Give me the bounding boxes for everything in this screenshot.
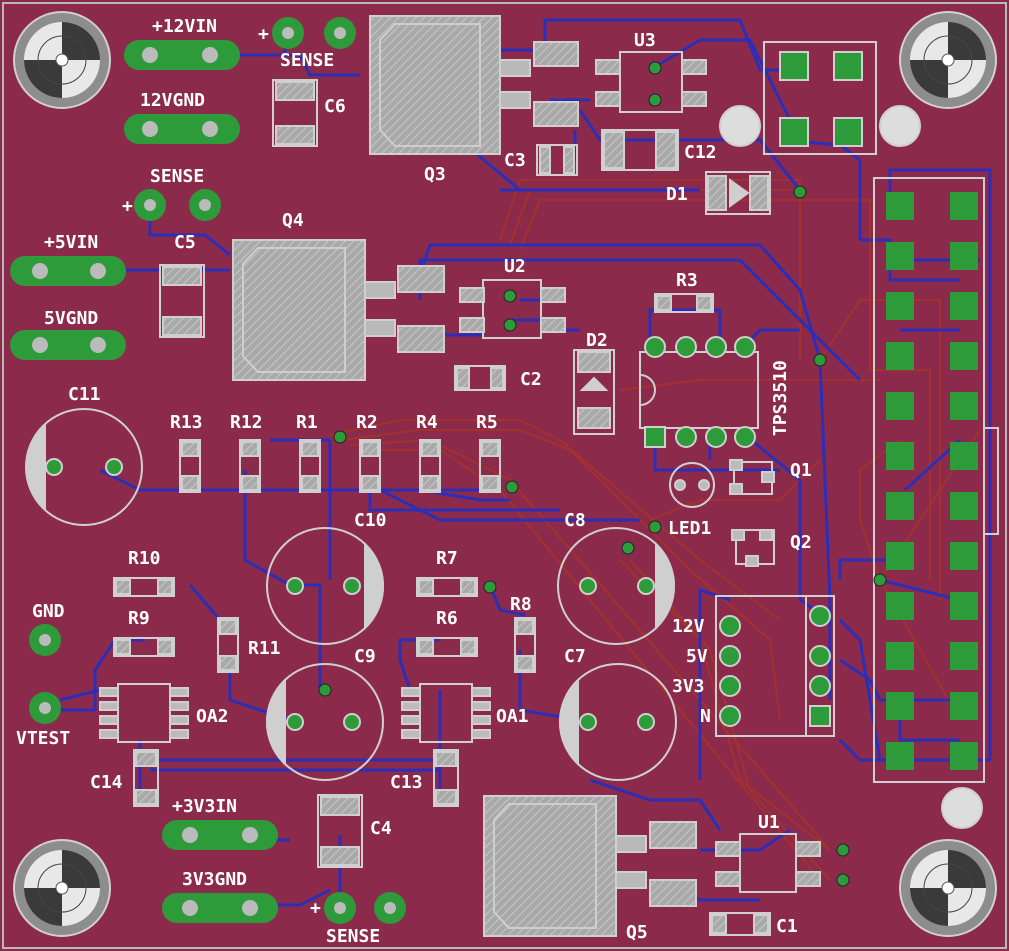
label-tps3510: TPS3510 [770,360,791,436]
label-q3: Q3 [424,164,446,185]
label-r10: R10 [128,548,161,569]
mounting-hole-br [899,839,997,937]
mounting-hole-bl [13,839,111,937]
tps3510-chip [639,336,759,448]
label-q1: Q1 [790,460,812,481]
power-packages [232,15,697,937]
label-r2: R2 [356,412,378,433]
label-u1: U1 [758,812,780,833]
label-r6: R6 [436,608,458,629]
resistors [113,293,714,673]
label-q5: Q5 [626,922,648,943]
mounting-hole-tl [13,11,111,109]
label-d1: D1 [666,184,688,205]
label-u2: U2 [504,256,526,277]
label-oa2: OA2 [196,706,229,727]
label-r8: R8 [510,594,532,615]
label-h3v3: 3V3 [672,676,705,697]
label-q4: Q4 [282,210,304,231]
label-r1: R1 [296,412,318,433]
pad-pairs [10,40,278,923]
label-c5: C5 [174,232,196,253]
label-gnd12v: 12VGND [140,90,205,111]
label-gnd5v: 5VGND [44,308,98,329]
aux-connector [719,41,983,829]
label-r5: R5 [476,412,498,433]
label-plus-c: + [310,898,321,919]
sense-pads [29,17,406,924]
atx-header [873,177,999,783]
label-r3: R3 [676,270,698,291]
label-c2: C2 [520,369,542,390]
label-r12: R12 [230,412,263,433]
label-oa1: OA1 [496,706,529,727]
label-vtest: VTEST [16,728,70,749]
label-in5v: +5VIN [44,232,98,253]
label-r4: R4 [416,412,438,433]
label-r9: R9 [128,608,150,629]
label-in12v: +12VIN [152,16,217,37]
silkscreen-labels: +12VIN 12VGND SENSE + SENSE + +5VIN 5VGN… [16,16,812,947]
label-hn: N [700,706,711,727]
label-plus-b: + [122,196,133,217]
label-u3: U3 [634,30,656,51]
label-d2: D2 [586,330,608,351]
label-h5v: 5V [686,646,708,667]
label-h12v: 12V [672,616,705,637]
label-c12: C12 [684,142,717,163]
output-header [715,595,835,737]
label-gnd: GND [32,601,65,622]
label-c3: C3 [504,150,526,171]
mounting-hole-tr [899,11,997,109]
label-c6: C6 [324,96,346,117]
label-in3v3: +3V3IN [172,796,237,817]
opamps [99,683,491,743]
sot-ics [459,51,821,893]
label-c10: C10 [354,510,387,531]
label-sense-mid: SENSE [150,166,204,187]
label-gnd3v3: 3V3GND [182,869,247,890]
label-c11: C11 [68,384,101,405]
label-c1: C1 [776,916,798,937]
label-c14: C14 [90,772,123,793]
vias [318,61,887,887]
label-q2: Q2 [790,532,812,553]
led-and-transistors [669,459,775,567]
diodes [573,171,771,435]
label-c13: C13 [390,772,423,793]
label-sense-bot: SENSE [326,926,380,947]
label-led1: LED1 [668,518,711,539]
label-c4: C4 [370,818,392,839]
label-sense-top: SENSE [280,50,334,71]
label-c8: C8 [564,510,586,531]
label-r11: R11 [248,638,281,659]
label-plus-a: + [258,24,269,45]
smd-capacitors [133,79,771,936]
electrolytic-caps [25,408,677,781]
label-r7: R7 [436,548,458,569]
label-c7: C7 [564,646,586,667]
label-c9: C9 [354,646,376,667]
label-r13: R13 [170,412,203,433]
